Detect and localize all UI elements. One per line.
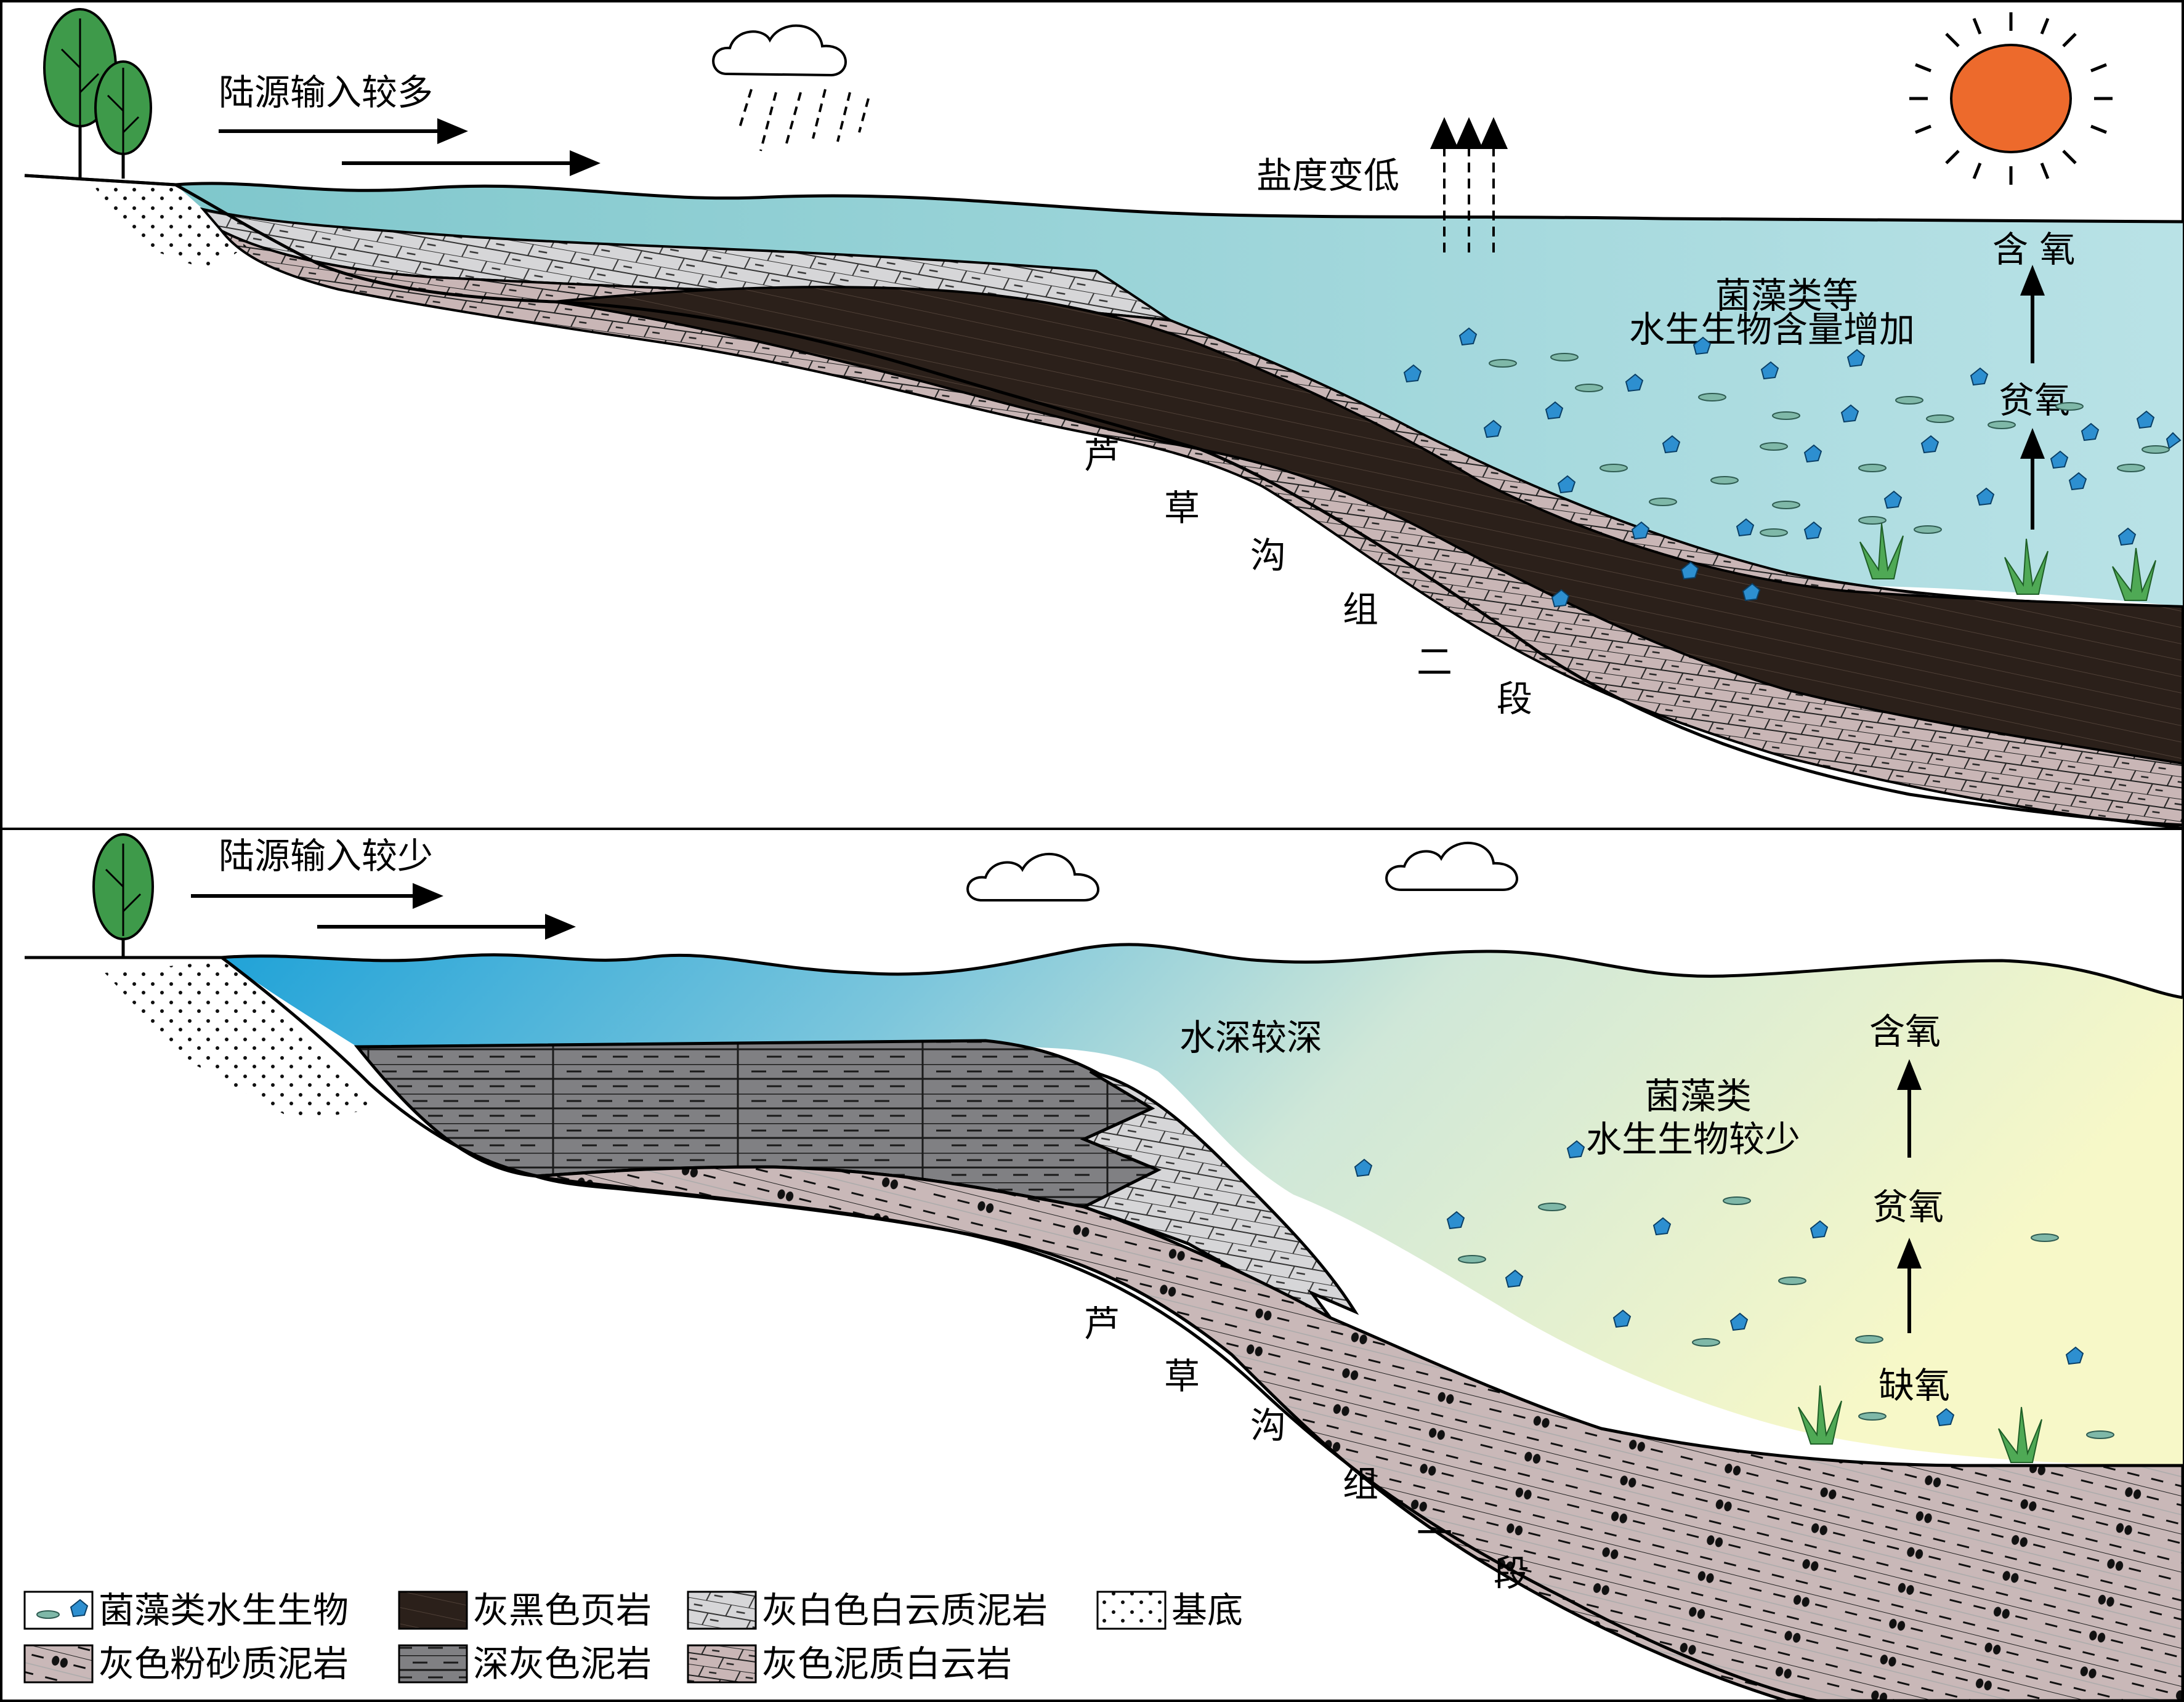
bottom-formation-char-4: 组 (1343, 1463, 1378, 1505)
legend-label-silty-mudstone: 灰色粉砂质泥岩 (99, 1643, 349, 1685)
aquatic-plant-icon (1859, 523, 2156, 601)
legend-label-algae: 菌藻类水生生物 (99, 1589, 349, 1631)
bottom-terrestrial-input-label: 陆源输入较少 (219, 835, 433, 877)
legend-label-black-shale: 灰黑色页岩 (473, 1589, 652, 1631)
bottom-grey-silty-mudstone (535, 1165, 2184, 1702)
legend-swatch-dark-mudstone (398, 1644, 468, 1684)
bottom-oxic-label: 含氧 (1869, 1010, 1941, 1052)
rain-cloud-icon (712, 24, 870, 151)
bottom-formation-char-6: 段 (1494, 1552, 1529, 1594)
top-organisms-label-2: 水生生物含量增加 (1629, 309, 1915, 350)
tree-icon (92, 833, 154, 958)
arrow-right-icon (219, 118, 468, 144)
top-black-shale (554, 286, 2184, 765)
cloud-icon (966, 853, 1099, 901)
bottom-anoxic-label: 缺氧 (1879, 1365, 1950, 1406)
algae-cluster-top (1403, 327, 2182, 608)
top-formation-char-6: 段 (1497, 678, 1532, 720)
top-formation-char-1: 芦 (1084, 435, 1120, 477)
top-basin-floor (24, 174, 2183, 827)
bottom-basement-dots (105, 961, 382, 1121)
top-formation-char-2: 草 (1164, 487, 1200, 529)
algae-cluster-bottom (1354, 1140, 2114, 1439)
legend: 菌藻类水生生物 灰黑色页岩 灰白色白云质泥岩 基底 灰色粉砂质泥岩 深灰色泥岩 … (23, 1589, 1243, 1685)
arrow-up-icon (1897, 1059, 1922, 1158)
top-water-surface (175, 182, 2183, 224)
top-basement-dots (92, 185, 246, 271)
top-formation-char-4: 组 (1343, 589, 1378, 631)
legend-label-dolomitic-mudstone: 灰白色白云质泥岩 (762, 1589, 1048, 1631)
legend-swatch-silty-mudstone (23, 1644, 94, 1684)
bottom-light-grey-dolomitic-mudstone (1080, 1070, 1359, 1320)
bottom-formation-char-2: 草 (1164, 1355, 1200, 1397)
cloud-icon (1385, 842, 1518, 891)
bottom-lake-water (222, 944, 2183, 1466)
top-suboxic-label: 贫氧 (1999, 379, 2070, 421)
bottom-water-surface (221, 943, 2183, 999)
arrow-right-icon (317, 914, 576, 940)
tree-icon (94, 60, 152, 179)
sun-icon (1909, 12, 2113, 185)
bottom-organisms-label-1: 菌藻类 (1644, 1075, 1752, 1117)
top-terrestrial-input-label: 陆源输入较多 (219, 71, 433, 113)
top-lake-water (176, 183, 2183, 607)
legend-swatch-black-shale (398, 1591, 468, 1630)
top-formation-char-5: 二 (1417, 641, 1452, 683)
bottom-basin-floor (25, 956, 1818, 1702)
water-depth-label: 水深较深 (1179, 1017, 1322, 1059)
aquatic-plant-icon (1798, 1385, 2042, 1463)
bottom-formation-char-5: 一 (1417, 1512, 1452, 1554)
salinity-label: 盐度变低 (1256, 155, 1399, 196)
arrow-up-icon (2020, 265, 2045, 363)
legend-swatch-basement (1096, 1591, 1167, 1630)
legend-label-argillaceous-dolomite: 灰色泥质白云岩 (762, 1643, 1012, 1685)
legend-swatch-argillaceous-dolomite (687, 1644, 757, 1684)
legend-label-dark-mudstone: 深灰色泥岩 (473, 1643, 652, 1685)
bottom-organisms-label-2: 水生生物较少 (1586, 1118, 1800, 1160)
arrow-up-icon (1897, 1238, 1922, 1333)
salinity-arrows-icon (1430, 117, 1508, 252)
legend-swatch-dolomitic-mudstone (687, 1591, 757, 1630)
top-formation-char-3: 沟 (1250, 534, 1286, 576)
arrow-right-icon (342, 150, 601, 176)
top-oxic-label: 含 氧 (1992, 228, 2075, 270)
legend-label-basement: 基底 (1171, 1589, 1243, 1631)
top-land-surface (24, 174, 176, 187)
top-organisms-label-1: 菌藻类等 (1715, 275, 1858, 317)
bottom-formation-char-1: 芦 (1084, 1303, 1120, 1345)
bottom-formation-char-3: 沟 (1250, 1405, 1286, 1446)
arrow-right-icon (191, 883, 443, 909)
bottom-suboxic-label: 贫氧 (1872, 1186, 1944, 1228)
arrow-up-icon (2020, 428, 2045, 530)
